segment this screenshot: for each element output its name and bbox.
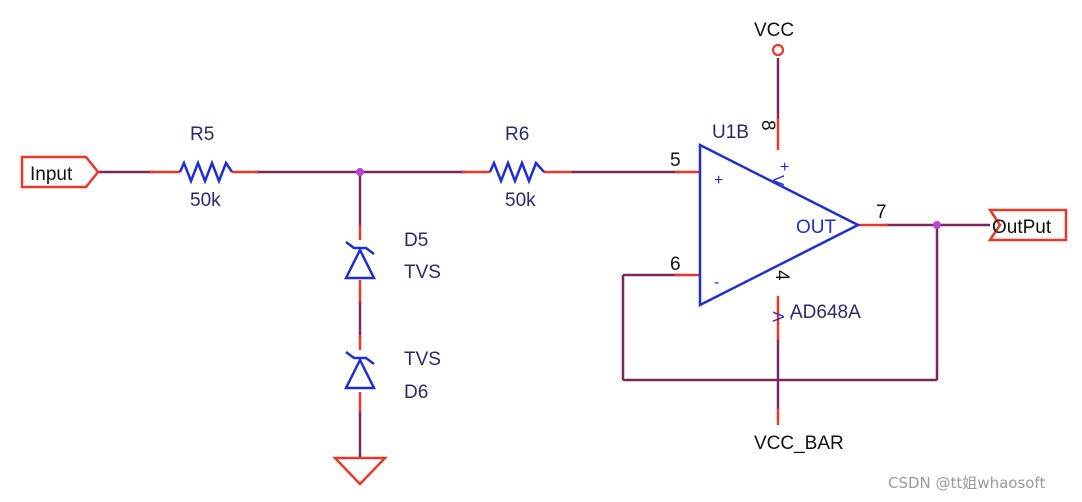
opamp-plus-input-symbol: +: [714, 172, 723, 189]
pin-stubs: [150, 118, 888, 412]
opamp-vminus-v-symbol: V: [771, 311, 788, 322]
d6-ref-label: D6: [404, 382, 428, 403]
opamp-u1b: + - OUT U1B AD648A + V V , 5 6 7 8 4: [670, 120, 887, 323]
opamp-part-label: AD648A: [790, 302, 861, 323]
input-port-label: Input: [30, 164, 73, 185]
tvs-diode-d5: D5 TVS: [343, 230, 441, 283]
vcc-bar-label: VCC_BAR: [754, 433, 844, 454]
r5-value-label: 50k: [190, 190, 221, 211]
d5-type-label: TVS: [404, 262, 441, 283]
r6-value-label: 50k: [505, 190, 536, 211]
vcc-bar-power-port: VCC_BAR: [754, 408, 844, 454]
wires: [98, 58, 990, 458]
tvs-diode-d6: TVS D6: [343, 349, 441, 403]
output-port: OutPut: [987, 208, 1068, 242]
opamp-vminus-tick: ,: [789, 305, 793, 322]
pin-number-6: 6: [670, 254, 681, 275]
junction-dot: [933, 221, 941, 229]
input-port: Input: [20, 155, 100, 189]
pin-number-8: 8: [757, 120, 778, 131]
ground-symbol: [332, 456, 388, 486]
r6-ref-label: R6: [505, 124, 529, 145]
pin-number-5: 5: [670, 150, 681, 171]
vcc-power-port: VCC: [754, 20, 794, 57]
opamp-vplus-v-symbol: V: [769, 175, 786, 186]
resistor-r6: R6 50k: [488, 124, 545, 211]
opamp-vplus-symbol: +: [780, 159, 789, 176]
vcc-label: VCC: [754, 20, 794, 41]
resistor-r5: R5 50k: [178, 124, 234, 211]
opamp-out-label: OUT: [796, 217, 837, 238]
d5-ref-label: D5: [404, 230, 428, 251]
r5-ref-label: R5: [190, 124, 214, 145]
output-port-label: OutPut: [992, 217, 1052, 238]
pin-number-7: 7: [876, 202, 887, 223]
pin-number-4: 4: [771, 270, 792, 281]
junction-dot: [356, 168, 364, 176]
d6-type-label: TVS: [404, 349, 441, 370]
opamp-ref-label: U1B: [712, 122, 749, 143]
opamp-minus-input-symbol: -: [714, 274, 719, 291]
watermark: CSDN @tt姐whaosoft: [888, 474, 1045, 492]
